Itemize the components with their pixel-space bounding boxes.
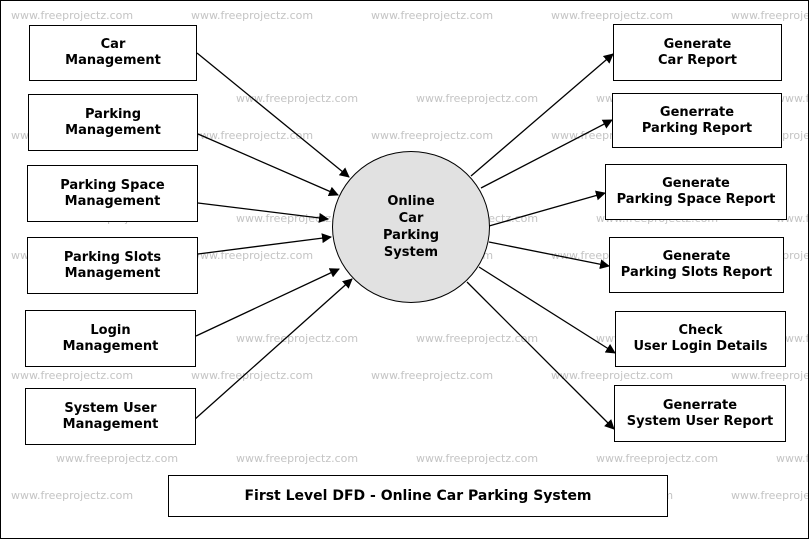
flow-arrow-in-5-to-process bbox=[193, 278, 353, 421]
output-generate-parking-space-report: Generate Parking Space Report bbox=[605, 164, 787, 220]
output-generate-parking-slots-report: Generate Parking Slots Report bbox=[609, 237, 784, 293]
flow-arrow-process-to-out-4 bbox=[478, 266, 616, 354]
flow-arrow-process-to-out-1 bbox=[480, 119, 613, 189]
flow-arrow-in-3-to-process bbox=[197, 233, 332, 255]
flow-arrow-in-0-to-process bbox=[196, 52, 350, 178]
input-parking-management: Parking Management bbox=[28, 94, 198, 151]
flow-arrow-in-2-to-process bbox=[197, 202, 329, 223]
output-check-user-login-details: Check User Login Details bbox=[615, 311, 786, 367]
output-generate-car-report: Generate Car Report bbox=[613, 24, 782, 81]
flow-arrow-process-to-out-2 bbox=[488, 190, 606, 227]
flow-arrow-process-to-out-5 bbox=[466, 281, 615, 430]
flow-arrow-process-to-out-3 bbox=[488, 241, 610, 270]
diagram-caption: First Level DFD - Online Car Parking Sys… bbox=[168, 475, 668, 517]
input-car-management: Car Management bbox=[29, 25, 197, 81]
input-system-user-management: System User Management bbox=[25, 388, 196, 445]
flow-arrow-process-to-out-0 bbox=[470, 53, 614, 177]
flow-arrow-in-4-to-process bbox=[195, 268, 340, 337]
flow-arrow-in-1-to-process bbox=[197, 133, 339, 196]
input-login-management: Login Management bbox=[25, 310, 196, 367]
output-generate-system-user-report: Generrate System User Report bbox=[614, 385, 786, 442]
output-generate-parking-report: Generrate Parking Report bbox=[612, 93, 782, 148]
process-online-car-parking-system: Online Car Parking System bbox=[332, 151, 490, 303]
input-parking-space-management: Parking Space Management bbox=[27, 165, 198, 222]
input-parking-slots-management: Parking Slots Management bbox=[27, 237, 198, 294]
